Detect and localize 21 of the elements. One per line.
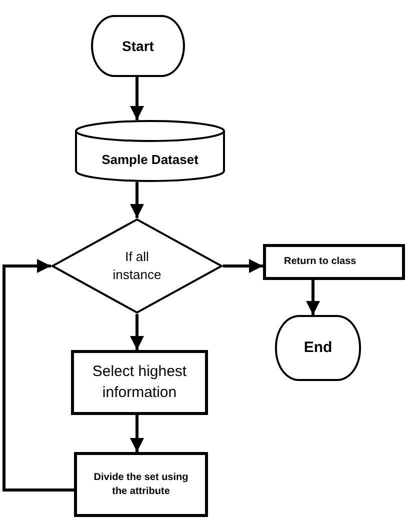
- arrow: [130, 182, 144, 218]
- arrow: [130, 415, 144, 452]
- process-box: [263, 244, 405, 280]
- arrow: [306, 280, 320, 315]
- step-label: If all instance: [112, 248, 162, 284]
- step-label: End: [304, 338, 332, 358]
- step-label: Divide the set using the attribute: [92, 471, 190, 498]
- terminal-shape: [91, 15, 185, 77]
- process-box: [71, 350, 208, 415]
- process-box: [74, 452, 208, 517]
- step-label: Start: [122, 36, 154, 56]
- step-label: Select highest information: [91, 362, 188, 402]
- arrow: [130, 314, 144, 350]
- step-label: Return to class: [284, 255, 356, 269]
- arrow: [223, 259, 263, 273]
- database-cylinder: [75, 120, 225, 182]
- terminal-shape: [275, 315, 361, 381]
- arrow: [130, 77, 144, 120]
- decision-diamond: [51, 218, 223, 314]
- arrow: [2, 259, 74, 492]
- step-label: Sample Dataset: [102, 151, 198, 169]
